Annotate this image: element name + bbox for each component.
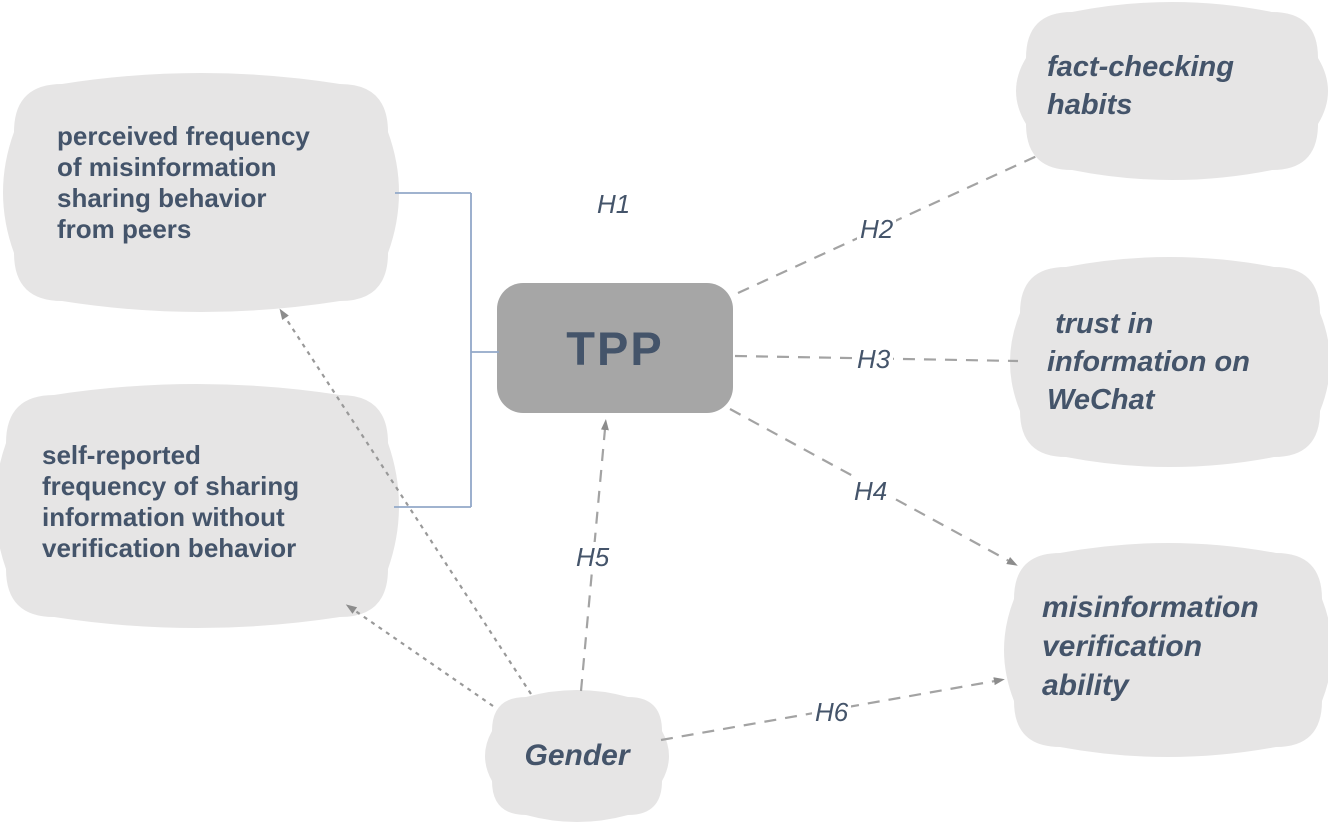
- hypothesis-label-h5: H5: [573, 542, 613, 572]
- node-shape-verification-ability: [1004, 543, 1328, 757]
- hypothesis-label-h2: H2: [857, 214, 897, 244]
- hypothesis-label-h1: H1: [594, 189, 634, 219]
- node-label-peers: perceived frequency of misinformation sh…: [57, 121, 310, 244]
- node-shape-gender: [485, 690, 669, 822]
- node-shape-self: [0, 384, 399, 628]
- node-shape-trust: [1010, 257, 1328, 467]
- node-shape-fact-checking: [1016, 2, 1328, 180]
- edge-gender-to-peers-arrow: [279, 308, 532, 695]
- hypothesis-label-h4: H4: [851, 476, 891, 506]
- edge-h3-line: [734, 354, 1019, 363]
- node-label-self: self-reported frequency of sharing infor…: [42, 440, 300, 563]
- hypothesis-label-h6: H6: [812, 697, 852, 727]
- edge-h2-line: [737, 154, 1038, 295]
- node-label-trust: trust in information on WeChat: [1047, 308, 1250, 416]
- node-shape-tpp: [497, 283, 733, 413]
- edge-gender-to-self-arrow: [345, 604, 494, 707]
- node-label-gender: Gender: [524, 739, 630, 772]
- node-label-fact-checking: fact-checking habits: [1047, 51, 1234, 121]
- node-label-verification-ability: misinformation verification ability: [1042, 591, 1259, 702]
- node-shape-peers: [3, 73, 399, 312]
- node-label-tpp: TPP: [566, 321, 664, 375]
- hypothesis-label-h3: H3: [854, 344, 894, 374]
- edge-h1-bracket: [394, 192, 499, 508]
